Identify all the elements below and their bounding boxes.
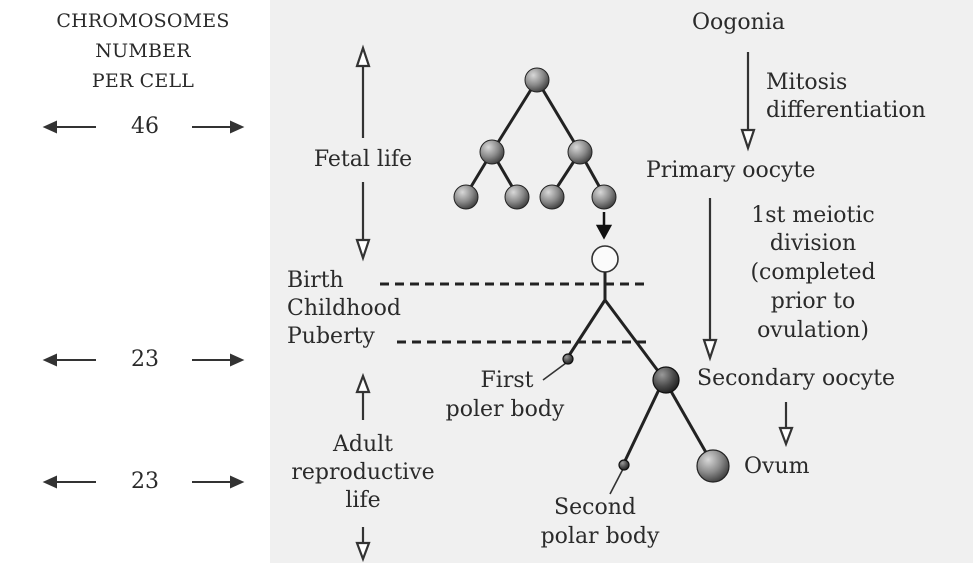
chromosome-header-line-2: NUMBER <box>95 40 191 62</box>
second-polar-body-label-2: polar body <box>540 524 660 549</box>
count-arrow-46 <box>42 120 245 134</box>
oogonia-cells <box>453 67 617 210</box>
adult-label: Adult <box>332 432 394 457</box>
chromosome-panel <box>0 0 270 563</box>
meiosis-label-4: prior to <box>770 289 856 314</box>
to-primary-oocyte-arrow <box>595 212 613 240</box>
ovum-cell <box>696 449 730 483</box>
chromosome-header-line-3: PER CELL <box>91 70 195 92</box>
count-arrow-23-adult <box>42 475 245 489</box>
to-ovum-arrow <box>778 402 794 448</box>
birth-label: Birth <box>287 268 344 293</box>
meiosis-arrow <box>702 198 718 362</box>
primary-oocyte-label: Primary oocyte <box>646 158 816 183</box>
chromosome-header-line-1: CHROMOSOMES <box>56 10 230 32</box>
life-label: life <box>345 488 381 513</box>
fetal-life-arrow <box>355 44 371 262</box>
first-polar-body-label-2: poler body <box>445 397 565 422</box>
ovum-label: Ovum <box>744 454 810 479</box>
secondary-oocyte-label: Secondary oocyte <box>697 366 896 391</box>
secondary-oocyte-cell <box>652 366 680 394</box>
second-polar-body-cell <box>618 459 630 471</box>
meiosis-branches <box>566 272 714 464</box>
reproductive-label: reproductive <box>291 460 435 485</box>
count-46: 46 <box>131 114 159 139</box>
meiosis-label-2: division <box>769 231 857 256</box>
count-23-puberty: 23 <box>131 347 159 372</box>
first-polar-body-label-1: First <box>480 368 534 393</box>
oogonia-label: Oogonia <box>692 10 785 35</box>
differentiation-label: differentiation <box>766 98 926 123</box>
mitosis-label: Mitosis <box>766 70 848 95</box>
fetal-life-label: Fetal life <box>313 147 413 172</box>
primary-oocyte-cell <box>591 245 619 273</box>
meiosis-label-3: (completed <box>750 260 876 285</box>
count-arrow-23-puberty <box>42 353 245 367</box>
first-polar-body-cell <box>562 353 574 365</box>
mitosis-tree <box>464 79 606 196</box>
meiosis-label-5: ovulation) <box>757 318 869 343</box>
childhood-label: Childhood <box>287 296 401 321</box>
second-polar-body-label-1: Second <box>554 495 636 520</box>
adult-life-arrow <box>355 372 371 563</box>
meiosis-label-1: 1st meiotic <box>751 203 875 228</box>
pointer-lines <box>542 362 624 495</box>
count-23-adult: 23 <box>131 469 159 494</box>
mitosis-arrow <box>740 52 756 152</box>
puberty-label: Puberty <box>287 324 375 349</box>
